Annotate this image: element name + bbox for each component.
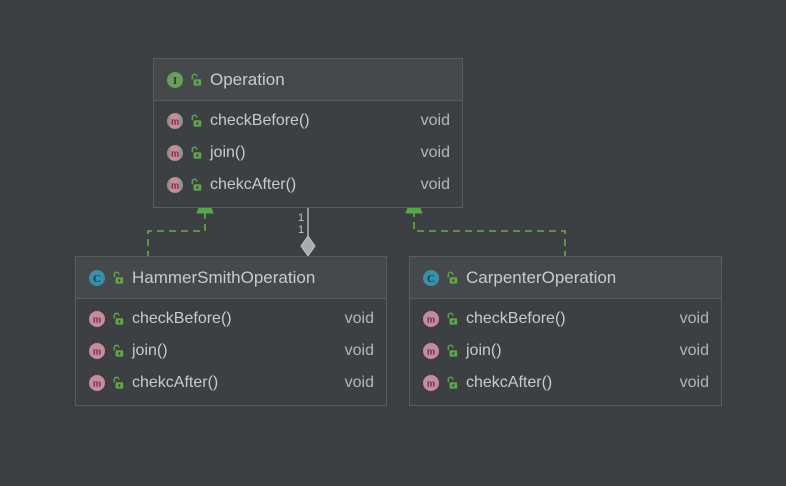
member-row[interactable]: m chekcAfter() void — [410, 367, 721, 399]
unlocked-public-icon — [189, 114, 202, 128]
member-name: join() — [210, 144, 246, 161]
method-abstract-icon: m — [166, 144, 184, 162]
aggregation-diamond — [300, 235, 316, 257]
member-name: checkBefore() — [132, 310, 232, 327]
unlocked-public-icon — [111, 312, 124, 326]
unlocked-public-icon — [445, 344, 458, 358]
member-type: void — [679, 342, 709, 359]
svg-text:m: m — [427, 314, 436, 325]
method-icon: m — [88, 342, 106, 360]
svg-text:m: m — [171, 180, 180, 191]
member-name: checkBefore() — [466, 310, 566, 327]
node-members-hammersmithoperation: m checkBefore() void m — [76, 299, 386, 405]
node-title-carpenteroperation: CarpenterOperation — [466, 267, 617, 287]
uml-node-carpenteroperation[interactable]: C CarpenterOperation m — [409, 256, 722, 406]
svg-text:m: m — [171, 148, 180, 159]
unlocked-public-icon — [189, 146, 202, 160]
member-row[interactable]: m checkBefore() void — [154, 105, 462, 137]
member-name: checkBefore() — [210, 112, 310, 129]
realization-line-hammersmith — [147, 212, 206, 258]
unlocked-public-icon — [111, 376, 124, 390]
node-header-carpenteroperation[interactable]: C CarpenterOperation — [410, 257, 721, 299]
svg-text:m: m — [93, 346, 102, 357]
svg-text:m: m — [171, 116, 180, 127]
svg-text:m: m — [427, 378, 436, 389]
unlocked-public-icon — [111, 271, 124, 285]
node-members-operation: m checkBefore() void — [154, 101, 462, 207]
member-type: void — [344, 310, 374, 327]
member-type: void — [679, 374, 709, 391]
member-row[interactable]: m join() void — [410, 335, 721, 367]
svg-text:m: m — [93, 314, 102, 325]
member-type: void — [679, 310, 709, 327]
class-icon: C — [88, 269, 106, 287]
svg-text:C: C — [93, 272, 101, 284]
unlocked-public-icon — [445, 271, 458, 285]
member-name: chekcAfter() — [210, 176, 297, 193]
unlocked-public-icon — [189, 178, 202, 192]
member-row[interactable]: m checkBefore() void — [410, 303, 721, 335]
unlocked-public-icon — [445, 312, 458, 326]
class-icon: C — [422, 269, 440, 287]
member-row[interactable]: m join() void — [154, 137, 462, 169]
uml-node-hammersmithoperation[interactable]: C HammerSmithOperation m — [75, 256, 387, 406]
member-name: join() — [132, 342, 168, 359]
node-header-operation[interactable]: I Operation — [154, 59, 462, 101]
multiplicity-label-bottom: 1 — [298, 224, 305, 236]
method-abstract-icon: m — [166, 176, 184, 194]
node-header-hammersmithoperation[interactable]: C HammerSmithOperation — [76, 257, 386, 299]
method-icon: m — [422, 342, 440, 360]
member-name: chekcAfter() — [132, 374, 219, 391]
member-row[interactable]: m chekcAfter() void — [154, 169, 462, 201]
node-title-hammersmithoperation: HammerSmithOperation — [132, 267, 316, 287]
node-title-operation: Operation — [210, 69, 285, 89]
unlocked-public-icon — [445, 376, 458, 390]
uml-node-operation[interactable]: I Operation m — [153, 58, 463, 208]
unlocked-public-icon — [189, 73, 202, 87]
member-type: void — [420, 176, 450, 193]
svg-text:m: m — [427, 346, 436, 357]
method-icon: m — [88, 310, 106, 328]
multiplicity-label-top: 1 — [298, 212, 305, 224]
method-icon: m — [422, 310, 440, 328]
member-type: void — [344, 342, 374, 359]
interface-icon: I — [166, 71, 184, 89]
member-name: chekcAfter() — [466, 374, 553, 391]
svg-text:m: m — [93, 378, 102, 389]
member-type: void — [344, 374, 374, 391]
member-type: void — [420, 144, 450, 161]
member-row[interactable]: m join() void — [76, 335, 386, 367]
realization-line-carpenter — [413, 212, 566, 258]
member-row[interactable]: m checkBefore() void — [76, 303, 386, 335]
method-icon: m — [88, 374, 106, 392]
svg-text:I: I — [173, 75, 177, 87]
member-row[interactable]: m chekcAfter() void — [76, 367, 386, 399]
method-icon: m — [422, 374, 440, 392]
member-name: join() — [466, 342, 502, 359]
svg-text:C: C — [427, 272, 435, 284]
node-members-carpenteroperation: m checkBefore() void m — [410, 299, 721, 405]
unlocked-public-icon — [111, 344, 124, 358]
method-abstract-icon: m — [166, 112, 184, 130]
member-type: void — [420, 112, 450, 129]
